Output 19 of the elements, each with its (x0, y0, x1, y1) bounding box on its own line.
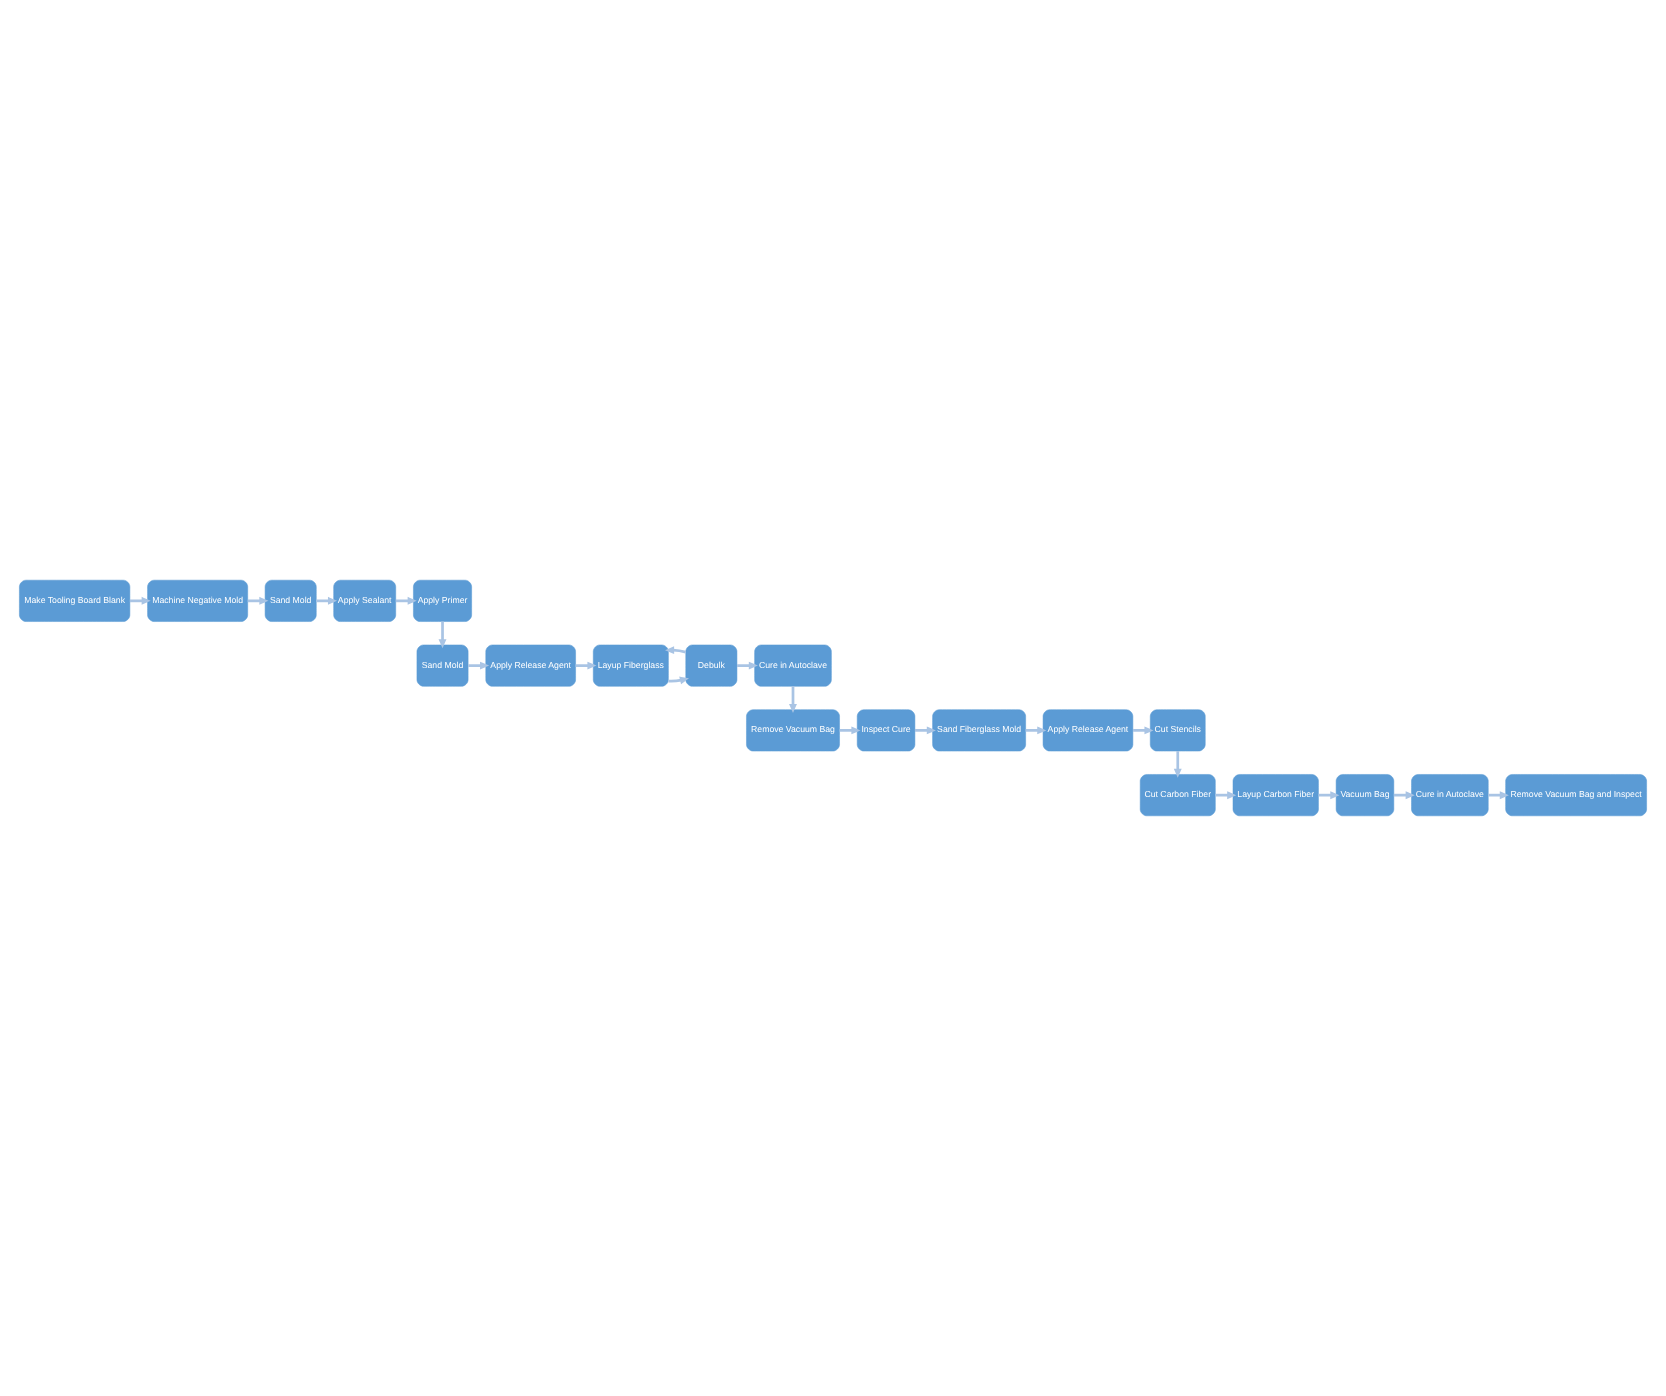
arrow (1133, 726, 1154, 735)
arrow (316, 596, 338, 605)
arrow (468, 661, 490, 670)
arrow (1393, 791, 1415, 800)
arrow (789, 686, 797, 713)
arrow (737, 661, 758, 670)
arrow (1025, 726, 1047, 735)
arrow (247, 596, 269, 605)
arrow (395, 596, 417, 605)
arrow (1215, 791, 1237, 800)
arrow (1318, 791, 1340, 800)
arrow (1488, 791, 1509, 800)
arrow (575, 661, 597, 670)
arrow (129, 596, 151, 605)
arrow (1173, 751, 1182, 778)
arrow (438, 621, 447, 649)
arrow (914, 726, 936, 735)
arrow (665, 646, 687, 655)
arrow (839, 726, 861, 735)
